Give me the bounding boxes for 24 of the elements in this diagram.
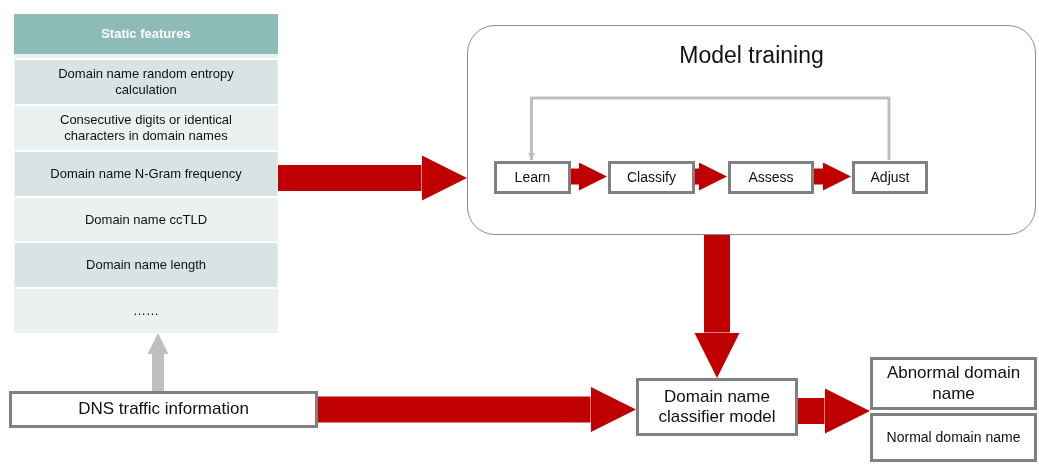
process-box: Learn xyxy=(494,161,571,194)
panel-title: Model training xyxy=(678,42,825,70)
feature-table xyxy=(14,14,278,333)
process-box: Adjust xyxy=(852,161,928,194)
block-arrow xyxy=(798,388,870,434)
process-box: Normal domain name xyxy=(870,413,1037,462)
block-arrow xyxy=(318,386,636,433)
block-arrow xyxy=(278,155,467,201)
table-header: Static features xyxy=(14,14,278,54)
block-arrow xyxy=(570,162,607,191)
process-box: Assess xyxy=(728,161,814,194)
table-row: Domain name random entropy calculation xyxy=(15,58,277,104)
arrow xyxy=(528,96,891,160)
table-row: Domain name N-Gram frequency xyxy=(15,150,277,196)
process-box: Classify xyxy=(608,161,695,194)
process-box: Abnormal domain name xyxy=(870,357,1037,410)
process-box: Domain name classifier model xyxy=(636,378,798,436)
rounded-panel xyxy=(467,25,1036,235)
block-arrow xyxy=(813,162,851,191)
block-arrow xyxy=(694,162,727,191)
process-box: DNS traffic information xyxy=(9,391,318,428)
table-row: Domain name length xyxy=(15,241,277,287)
block-arrow xyxy=(694,235,740,378)
block-arrow xyxy=(147,333,169,391)
